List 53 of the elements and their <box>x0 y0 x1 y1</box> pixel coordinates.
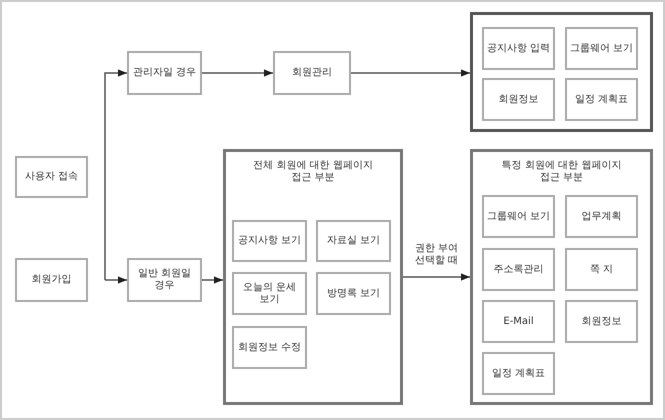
box-label: 회원가입 <box>30 273 72 287</box>
process-box <box>482 78 555 121</box>
box-label: 회원정보 <box>498 92 540 106</box>
panel-title: 특정 회원에 대한 웹페이지 접근 부분 <box>500 159 622 185</box>
box-label: 공지사항 보기 <box>236 234 302 248</box>
box-label: 일반 회원일 경우 <box>136 267 192 293</box>
process-box <box>316 272 391 315</box>
box-label: 자료실 보기 <box>326 234 382 248</box>
arrow <box>403 273 470 281</box>
process-box <box>482 300 555 343</box>
process-box <box>232 272 307 315</box>
group-panel <box>470 12 653 132</box>
box-label: 회원관리 <box>291 66 333 80</box>
box-label: 쪽 지 <box>588 262 614 276</box>
arrow <box>105 276 127 284</box>
process-box <box>565 195 638 238</box>
box-label: 공지사항 입력 <box>486 42 552 56</box>
process-box <box>565 248 638 291</box>
box-label: 오늘의 운세 보기 <box>242 280 298 306</box>
box-label: 그룹웨어 보기 <box>486 210 552 224</box>
box-label: E-Mail <box>502 314 535 328</box>
box-label: 일정 계획표 <box>490 366 546 380</box>
arrow <box>351 69 470 77</box>
process-box <box>565 27 638 70</box>
process-box <box>565 78 638 121</box>
process-box <box>15 156 88 198</box>
process-box <box>482 195 555 238</box>
box-label: 사용자 접속 <box>24 170 80 184</box>
box-label: 주소록관리 <box>492 262 544 276</box>
box-label: 그룹웨어 보기 <box>568 42 634 56</box>
arrow <box>202 69 273 77</box>
box-label: 회원정보 <box>580 314 622 328</box>
process-box <box>232 220 307 262</box>
arrow <box>104 69 127 280</box>
process-box <box>565 300 638 343</box>
group-panel <box>470 149 653 405</box>
arrow <box>202 276 223 284</box>
group-panel <box>223 149 403 405</box>
box-label: 관리자일 경우 <box>132 66 198 80</box>
process-box <box>482 248 555 291</box>
box-label: 업무계획 <box>580 210 622 224</box>
process-box <box>127 258 202 302</box>
process-box <box>482 352 555 395</box>
process-box <box>482 27 555 70</box>
process-box <box>15 258 88 302</box>
box-label: 일정 계획표 <box>574 92 630 106</box>
process-box <box>273 51 351 95</box>
box-label: 방명록 보기 <box>326 286 382 300</box>
box-label: 회원정보 수정 <box>236 340 302 354</box>
process-box <box>316 220 391 262</box>
process-box <box>232 326 307 369</box>
process-box <box>127 51 202 95</box>
panel-title: 전체 회원에 대한 웹페이지 접근 부분 <box>252 159 374 185</box>
